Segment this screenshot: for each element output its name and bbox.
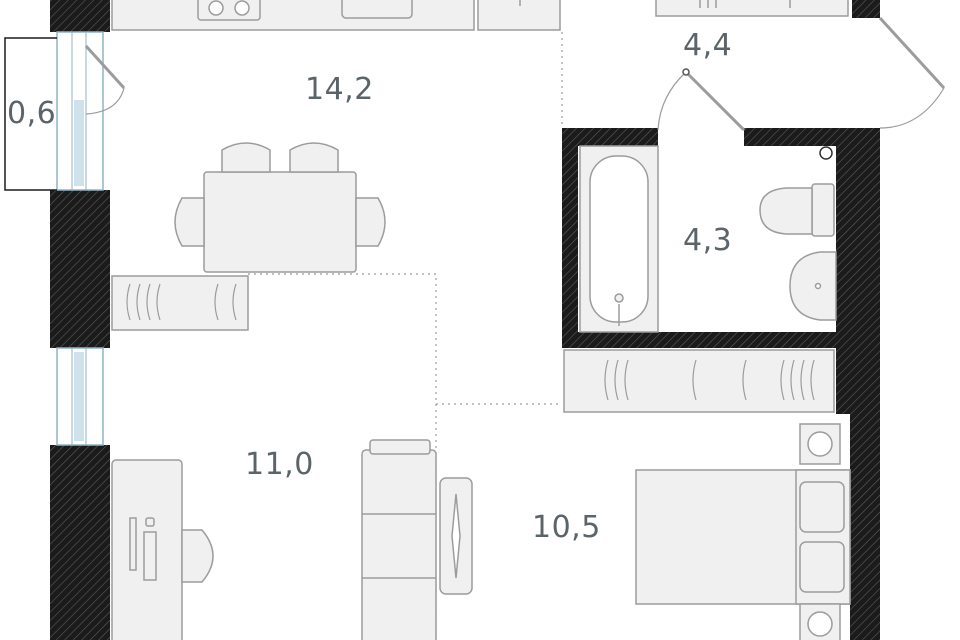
- wall-top-right: [852, 0, 880, 18]
- bath-door-arc: [657, 71, 687, 131]
- doors: [84, 16, 946, 132]
- window-upper-glass: [74, 100, 84, 186]
- area-label-bedroom: 10,5: [532, 510, 601, 545]
- chair-right: [355, 197, 386, 247]
- balcony-door-arc: [85, 87, 125, 115]
- sofa: [361, 449, 437, 640]
- wall-left-middle: [50, 190, 110, 348]
- chair-top-left: [221, 142, 271, 173]
- pillow-upper: [799, 481, 845, 533]
- wall-right-lower: [850, 410, 880, 640]
- entrance-door-arc: [879, 87, 945, 129]
- kitchen-sink: [341, 0, 413, 19]
- low-cabinet: [111, 275, 249, 331]
- wall-bath-left: [562, 128, 578, 346]
- area-label-bathroom: 4,3: [683, 223, 733, 258]
- area-label-balcony: 0,6: [7, 96, 57, 131]
- wall-left-top: [50, 0, 110, 32]
- toilet-tank: [811, 183, 835, 237]
- wall-right: [836, 128, 880, 414]
- wall-bath-top-left: [562, 128, 658, 146]
- monitor: [129, 517, 137, 571]
- area-label-kitchen-living: 14,2: [305, 72, 374, 107]
- chair-top-right: [289, 142, 339, 173]
- windows: [56, 31, 104, 446]
- laptop: [143, 531, 157, 581]
- area-label-hall: 4,4: [683, 28, 733, 63]
- hall-wardrobe: [655, 0, 849, 17]
- toilet-bowl: [759, 187, 813, 235]
- bath-door-leaf: [684, 70, 746, 132]
- stove-burner-1: [208, 0, 224, 16]
- walls: [50, 0, 880, 640]
- desk-chair: [181, 529, 214, 583]
- balcony-outline: [4, 37, 57, 191]
- stove-burner-2: [234, 0, 250, 16]
- corridor-wardrobe: [563, 349, 835, 413]
- drain: [819, 146, 833, 160]
- furniture: [111, 0, 851, 640]
- pillow-lower: [799, 541, 845, 593]
- kitchen-counter: [111, 0, 475, 31]
- wall-bath-bottom: [562, 332, 842, 348]
- stove: [197, 0, 261, 21]
- washbasin: [789, 251, 837, 321]
- sofa-backrest: [369, 439, 431, 455]
- window-lower-glass: [74, 352, 84, 441]
- fridge: [477, 0, 561, 31]
- balcony-door-leaf: [84, 44, 126, 90]
- bath-door-hinge: [682, 68, 690, 76]
- wall-left-bottom: [50, 445, 110, 640]
- dining-table: [203, 171, 357, 273]
- chair-left: [174, 197, 205, 247]
- entrance-door-leaf: [878, 16, 946, 90]
- area-label-living: 11,0: [245, 447, 314, 482]
